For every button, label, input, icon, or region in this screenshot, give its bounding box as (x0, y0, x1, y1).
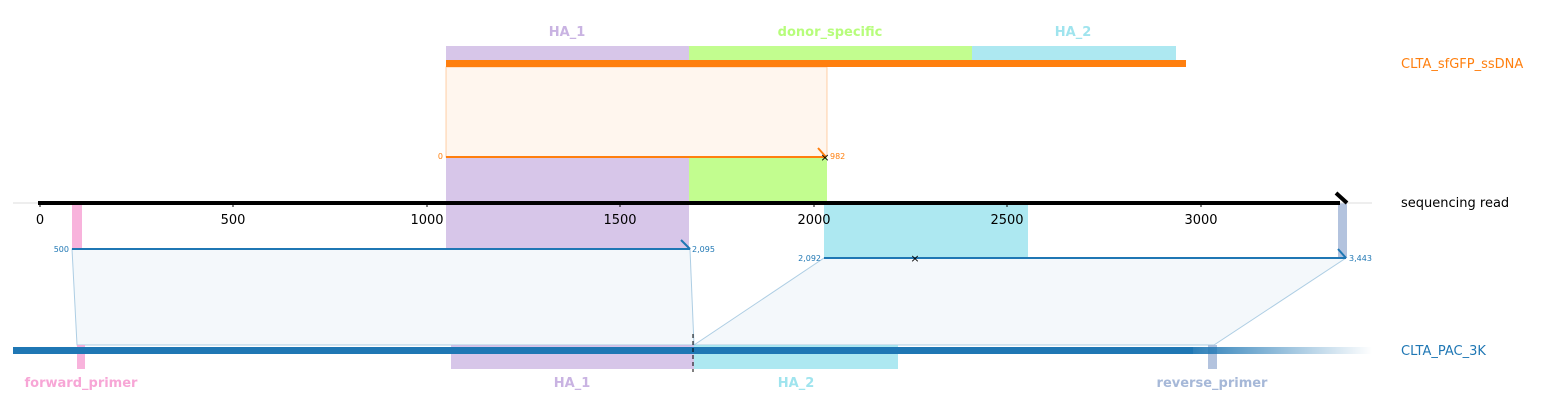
target-alignment-1-arrow (680, 239, 691, 250)
tick-label: 2500 (990, 213, 1023, 228)
target-feature-reverse-primer (1208, 345, 1217, 369)
donor-alignment-shade (445, 66, 828, 158)
read-projection-reverse-primer (1338, 203, 1347, 258)
sequencing-read-arrowhead (1334, 191, 1349, 205)
read-ticks: 0 500 1000 1500 2000 2500 3000 (36, 203, 1218, 228)
donor-alignment-start-label: 0 (438, 152, 443, 161)
target-alignment-2-end-label: 3,443 (1349, 254, 1372, 263)
target-reference-bar (13, 347, 1193, 354)
target-group: CLTA_PAC_3K forward_primer HA_1 HA_2 rev… (13, 334, 1486, 391)
read-projection-donor-specific (689, 157, 827, 203)
donor-reference-name: CLTA_sfGFP_ssDNA (1401, 57, 1523, 72)
target-feature-label-forward-primer: forward_primer (25, 376, 139, 391)
tick-label: 1500 (603, 213, 636, 228)
tick-label: 0 (36, 213, 44, 228)
read-projection-ha1 (446, 157, 689, 203)
target-alignment-2-shade (692, 257, 1348, 346)
read-projection-forward-primer (72, 203, 82, 249)
target-alignment-1-start-label: 500 (54, 245, 69, 254)
sequencing-read-name: sequencing read (1401, 196, 1509, 211)
donor-feature-label-ha2: HA_2 (1055, 25, 1092, 40)
donor-feature-label-donor-specific: donor_specific (778, 25, 883, 40)
tick-label: 1000 (410, 213, 443, 228)
donor-feature-donor-specific (689, 46, 972, 62)
read-axis-group: sequencing read 0 500 1000 1500 2000 250… (13, 191, 1509, 228)
tick-label: 3000 (1184, 213, 1217, 228)
tick-label: 500 (221, 213, 246, 228)
target-alignment-2-arrow (1337, 248, 1347, 259)
read-projection-ha1-below (446, 203, 689, 249)
target-mismatch-mark: × (910, 252, 919, 265)
donor-alignment-arrow (817, 147, 827, 158)
target-alignment-1-shade (71, 248, 695, 346)
donor-reference-bar (446, 60, 1186, 67)
target-feature-label-ha2: HA_2 (778, 376, 815, 391)
donor-mismatch-mark: × (820, 151, 829, 164)
donor-feature-ha1 (446, 46, 689, 62)
target-alignment-1-end-label: 2,095 (692, 245, 715, 254)
donor-alignment-end-label: 982 (830, 152, 845, 161)
donor-feature-label-ha1: HA_1 (549, 25, 586, 40)
tick-label: 2000 (797, 213, 830, 228)
donor-feature-ha2 (972, 46, 1176, 62)
target-feature-forward-primer (77, 345, 85, 369)
target-alignment-2-start-label: 2,092 (798, 254, 821, 263)
sequencing-read-bar (38, 201, 1340, 205)
target-feature-label-reverse-primer: reverse_primer (1157, 376, 1269, 391)
target-projection-group: 500 2,095 × 2,092 3,443 (54, 203, 1372, 346)
donor-group: HA_1 donor_specific HA_2 CLTA_sfGFP_ssDN… (438, 25, 1523, 203)
target-reference-fade (1180, 347, 1372, 354)
target-reference-name: CLTA_PAC_3K (1401, 344, 1486, 359)
target-feature-label-ha1: HA_1 (554, 376, 591, 391)
read-projection-ha2 (824, 203, 1028, 258)
